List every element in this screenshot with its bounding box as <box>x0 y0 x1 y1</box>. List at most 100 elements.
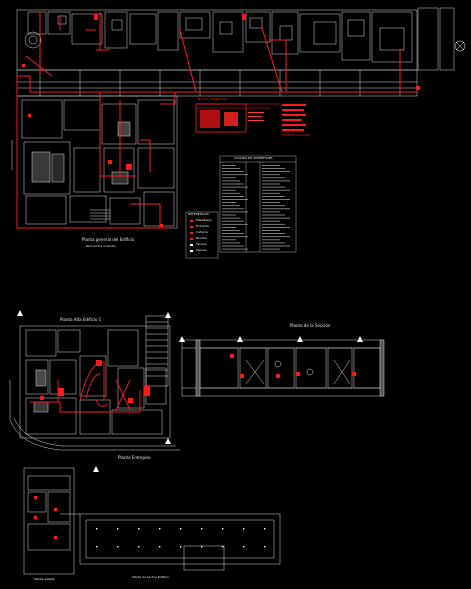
column-dot <box>117 546 119 548</box>
red-detail-block <box>195 103 306 133</box>
bottom-long-dots <box>96 528 266 548</box>
table-row-line <box>222 217 240 219</box>
right-edge-markers <box>454 40 466 52</box>
column-dot <box>117 528 119 530</box>
column-dot <box>138 546 140 548</box>
top-strip-rooms <box>27 11 413 63</box>
table-row-line <box>222 227 236 228</box>
table-row-line <box>222 223 248 225</box>
table-row-line <box>262 208 290 210</box>
table-row-line <box>262 165 280 166</box>
table-row-line <box>222 230 240 231</box>
table-row-line <box>222 233 244 234</box>
legend-item-0: Matafuego <box>196 218 212 222</box>
plan-section <box>181 339 385 397</box>
table-row-line <box>262 242 285 244</box>
table-row-line <box>222 248 248 250</box>
table-row-line <box>262 168 285 169</box>
sheet-title-upper: Planta Alta Edificio 1 <box>60 317 102 322</box>
fire-section-red <box>230 354 356 378</box>
table-row-line <box>222 236 248 238</box>
fire-network-top-fills <box>22 14 420 227</box>
table-row-line <box>262 180 290 182</box>
column-dot <box>243 546 245 548</box>
table-row-line <box>222 245 244 247</box>
table-row-line <box>262 174 280 176</box>
table-row-line <box>222 189 236 191</box>
column-dot <box>138 528 140 530</box>
column-dot <box>180 528 182 530</box>
legend-item-5: Válvula <box>196 248 207 252</box>
table-row-line <box>222 168 240 169</box>
surface-table-rows <box>222 165 290 250</box>
table-row-line <box>262 183 280 185</box>
table-row-line <box>262 239 280 241</box>
table-row-line <box>222 186 248 188</box>
column-dot <box>222 546 224 548</box>
column-dot <box>201 528 203 530</box>
table-row-line <box>222 211 248 213</box>
table-row-line <box>262 220 280 222</box>
table-row-line <box>222 242 240 244</box>
legend-item-4: Tanque <box>196 242 207 246</box>
table-row-line <box>222 220 244 222</box>
legend-title: REFERENCIAS <box>188 212 209 216</box>
table-row-line <box>262 186 285 188</box>
column-dot <box>159 546 161 548</box>
plan-bottom-left <box>23 467 75 575</box>
column-dot <box>96 528 98 530</box>
table-row-line <box>222 192 240 194</box>
red-note-1: NOTAS GENERALES <box>198 97 227 101</box>
red-note-0: ESPECIFICACIONES <box>282 133 311 137</box>
table-row-line <box>222 199 248 200</box>
plan-bottom-long <box>60 513 281 571</box>
table-row-line <box>262 245 290 247</box>
fire-bottom-left <box>34 496 57 539</box>
table-row-line <box>262 236 290 238</box>
table-row-line <box>262 227 290 228</box>
table-row-line <box>262 202 280 203</box>
plan-upper-floor <box>9 315 180 451</box>
legend-swatches <box>190 220 193 252</box>
table-row-line <box>262 199 290 200</box>
table-row-line <box>222 171 244 172</box>
table-row-line <box>262 171 290 172</box>
sheet-title-detail: Planta detalle <box>34 577 55 581</box>
table-row-line <box>222 239 236 241</box>
table-row-line <box>222 180 240 182</box>
table-row-line <box>262 196 285 197</box>
legend-item-2: Cañería <box>196 230 208 234</box>
table-row-line <box>222 214 236 216</box>
sheet-title-roof: Planta de techos Edificio <box>132 575 169 579</box>
legend-box <box>185 211 219 259</box>
column-dot <box>264 546 266 548</box>
table-row-line <box>262 217 290 219</box>
table-title: CUADRO DE SUPERFICIES <box>234 156 273 160</box>
column-dot <box>243 528 245 530</box>
table-row-line <box>222 196 244 197</box>
fire-red-fills-upper <box>40 360 150 403</box>
column-dot <box>201 546 203 548</box>
column-dot <box>264 528 266 530</box>
table-row-line <box>222 165 236 166</box>
stair-treads <box>146 321 168 377</box>
sheet-subtitle-general: Red contra incendio <box>86 244 116 248</box>
legend-item-1: Hidrante <box>196 224 209 228</box>
table-row-line <box>262 211 280 213</box>
table-row-line <box>262 230 280 231</box>
table-row-line <box>262 233 285 234</box>
site-plan-lower-block <box>11 95 178 229</box>
fire-network-upper <box>30 361 141 413</box>
dim-markers <box>17 310 363 472</box>
table-row-line <box>262 205 285 207</box>
table-row-line <box>262 223 285 225</box>
fire-network-top <box>16 12 417 229</box>
table-row-line <box>262 177 285 179</box>
table-row-line <box>262 248 280 250</box>
table-row-line <box>222 183 244 185</box>
sheet-title-mezz: Planta Entrepiso <box>118 455 151 460</box>
table-row-line <box>222 174 248 176</box>
legend-item-3: Bomba <box>196 236 207 240</box>
table-row-line <box>222 177 236 179</box>
